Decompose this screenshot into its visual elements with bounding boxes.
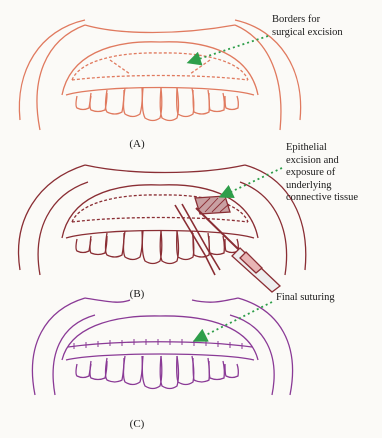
panel-a-teeth — [76, 88, 238, 121]
panel-a-lip-left — [37, 25, 85, 130]
forceps-icon — [175, 204, 220, 275]
panel-b-label: (B) — [117, 288, 157, 300]
panel-c-callout: Final suturing — [276, 292, 335, 305]
panel-b-arrow — [222, 168, 282, 196]
panel-a-drawing — [19, 20, 300, 130]
panel-c-teeth — [76, 356, 238, 389]
panel-a-label: (A) — [117, 138, 157, 150]
panel-c-drawing — [32, 298, 292, 395]
panel-b-callout: Epithelial excision and exposure of unde… — [286, 142, 358, 205]
panel-b-drawing — [19, 165, 306, 292]
panel-c-label: (C) — [117, 418, 157, 430]
panel-a-excision-border — [72, 53, 248, 80]
panel-a-callout: Borders for surgical excision — [272, 14, 343, 39]
panel-c-suture-line — [68, 342, 252, 347]
